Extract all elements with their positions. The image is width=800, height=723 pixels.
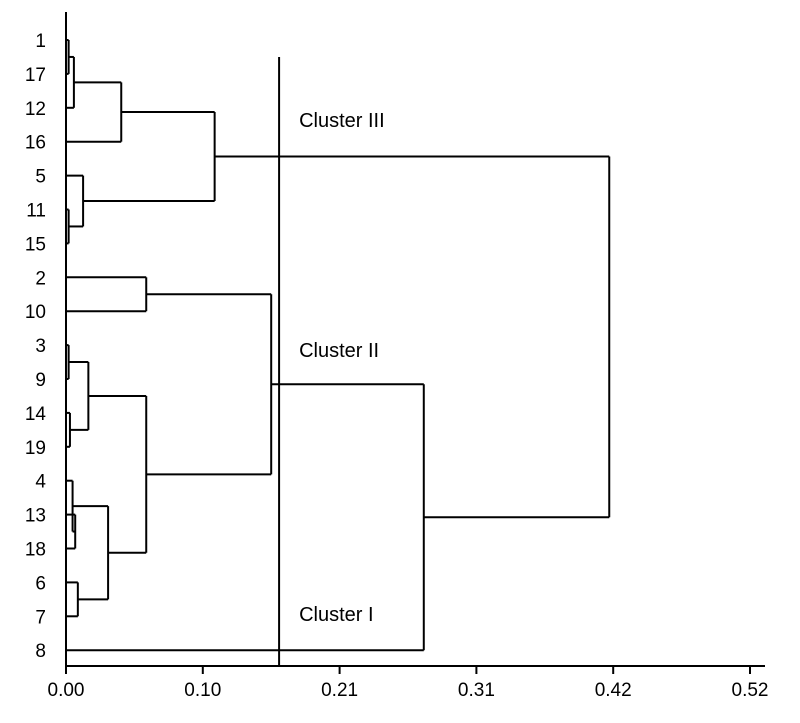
leaf-label-5: 5 (35, 167, 46, 188)
dendrogram-links (66, 39, 611, 652)
x-tick-label-5: 0.52 (732, 680, 769, 701)
leaf-labels: 1 17 12 16 5 11 15 2 10 3 9 14 19 4 13 18 6 7 8 (25, 31, 47, 662)
leaf-label-19: 19 (25, 438, 46, 459)
leaf-label-15: 15 (25, 234, 46, 255)
cluster-label-1: Cluster III (299, 110, 385, 132)
cluster-labels: Cluster III Cluster II Cluster I (299, 110, 385, 626)
x-tick-label-4: 0.42 (595, 680, 632, 701)
leaf-label-2: 2 (35, 268, 46, 289)
leaf-label-3: 3 (35, 336, 46, 357)
leaf-label-18: 18 (25, 540, 46, 561)
leaf-label-17: 17 (25, 65, 46, 86)
leaf-label-16: 16 (25, 133, 46, 154)
axes: 0.00 0.10 0.21 0.31 0.42 0.52 (48, 12, 769, 701)
leaf-label-8: 8 (35, 641, 46, 662)
x-tick-label-1: 0.10 (184, 680, 221, 701)
x-tick-label-0: 0.00 (48, 680, 85, 701)
leaf-label-1: 1 (35, 31, 46, 52)
leaf-label-12: 12 (25, 99, 46, 120)
leaf-label-14: 14 (25, 404, 47, 425)
cluster-label-3: Cluster I (299, 604, 373, 626)
leaf-label-6: 6 (35, 573, 46, 594)
x-tick-label-2: 0.21 (321, 680, 358, 701)
leaf-label-10: 10 (25, 302, 46, 323)
leaf-label-13: 13 (25, 506, 46, 527)
cluster-label-2: Cluster II (299, 340, 379, 362)
leaf-label-9: 9 (35, 370, 46, 391)
leaf-label-7: 7 (35, 607, 46, 628)
leaf-label-11: 11 (26, 201, 46, 222)
x-tick-label-3: 0.31 (458, 680, 495, 701)
leaf-label-4: 4 (35, 472, 46, 493)
